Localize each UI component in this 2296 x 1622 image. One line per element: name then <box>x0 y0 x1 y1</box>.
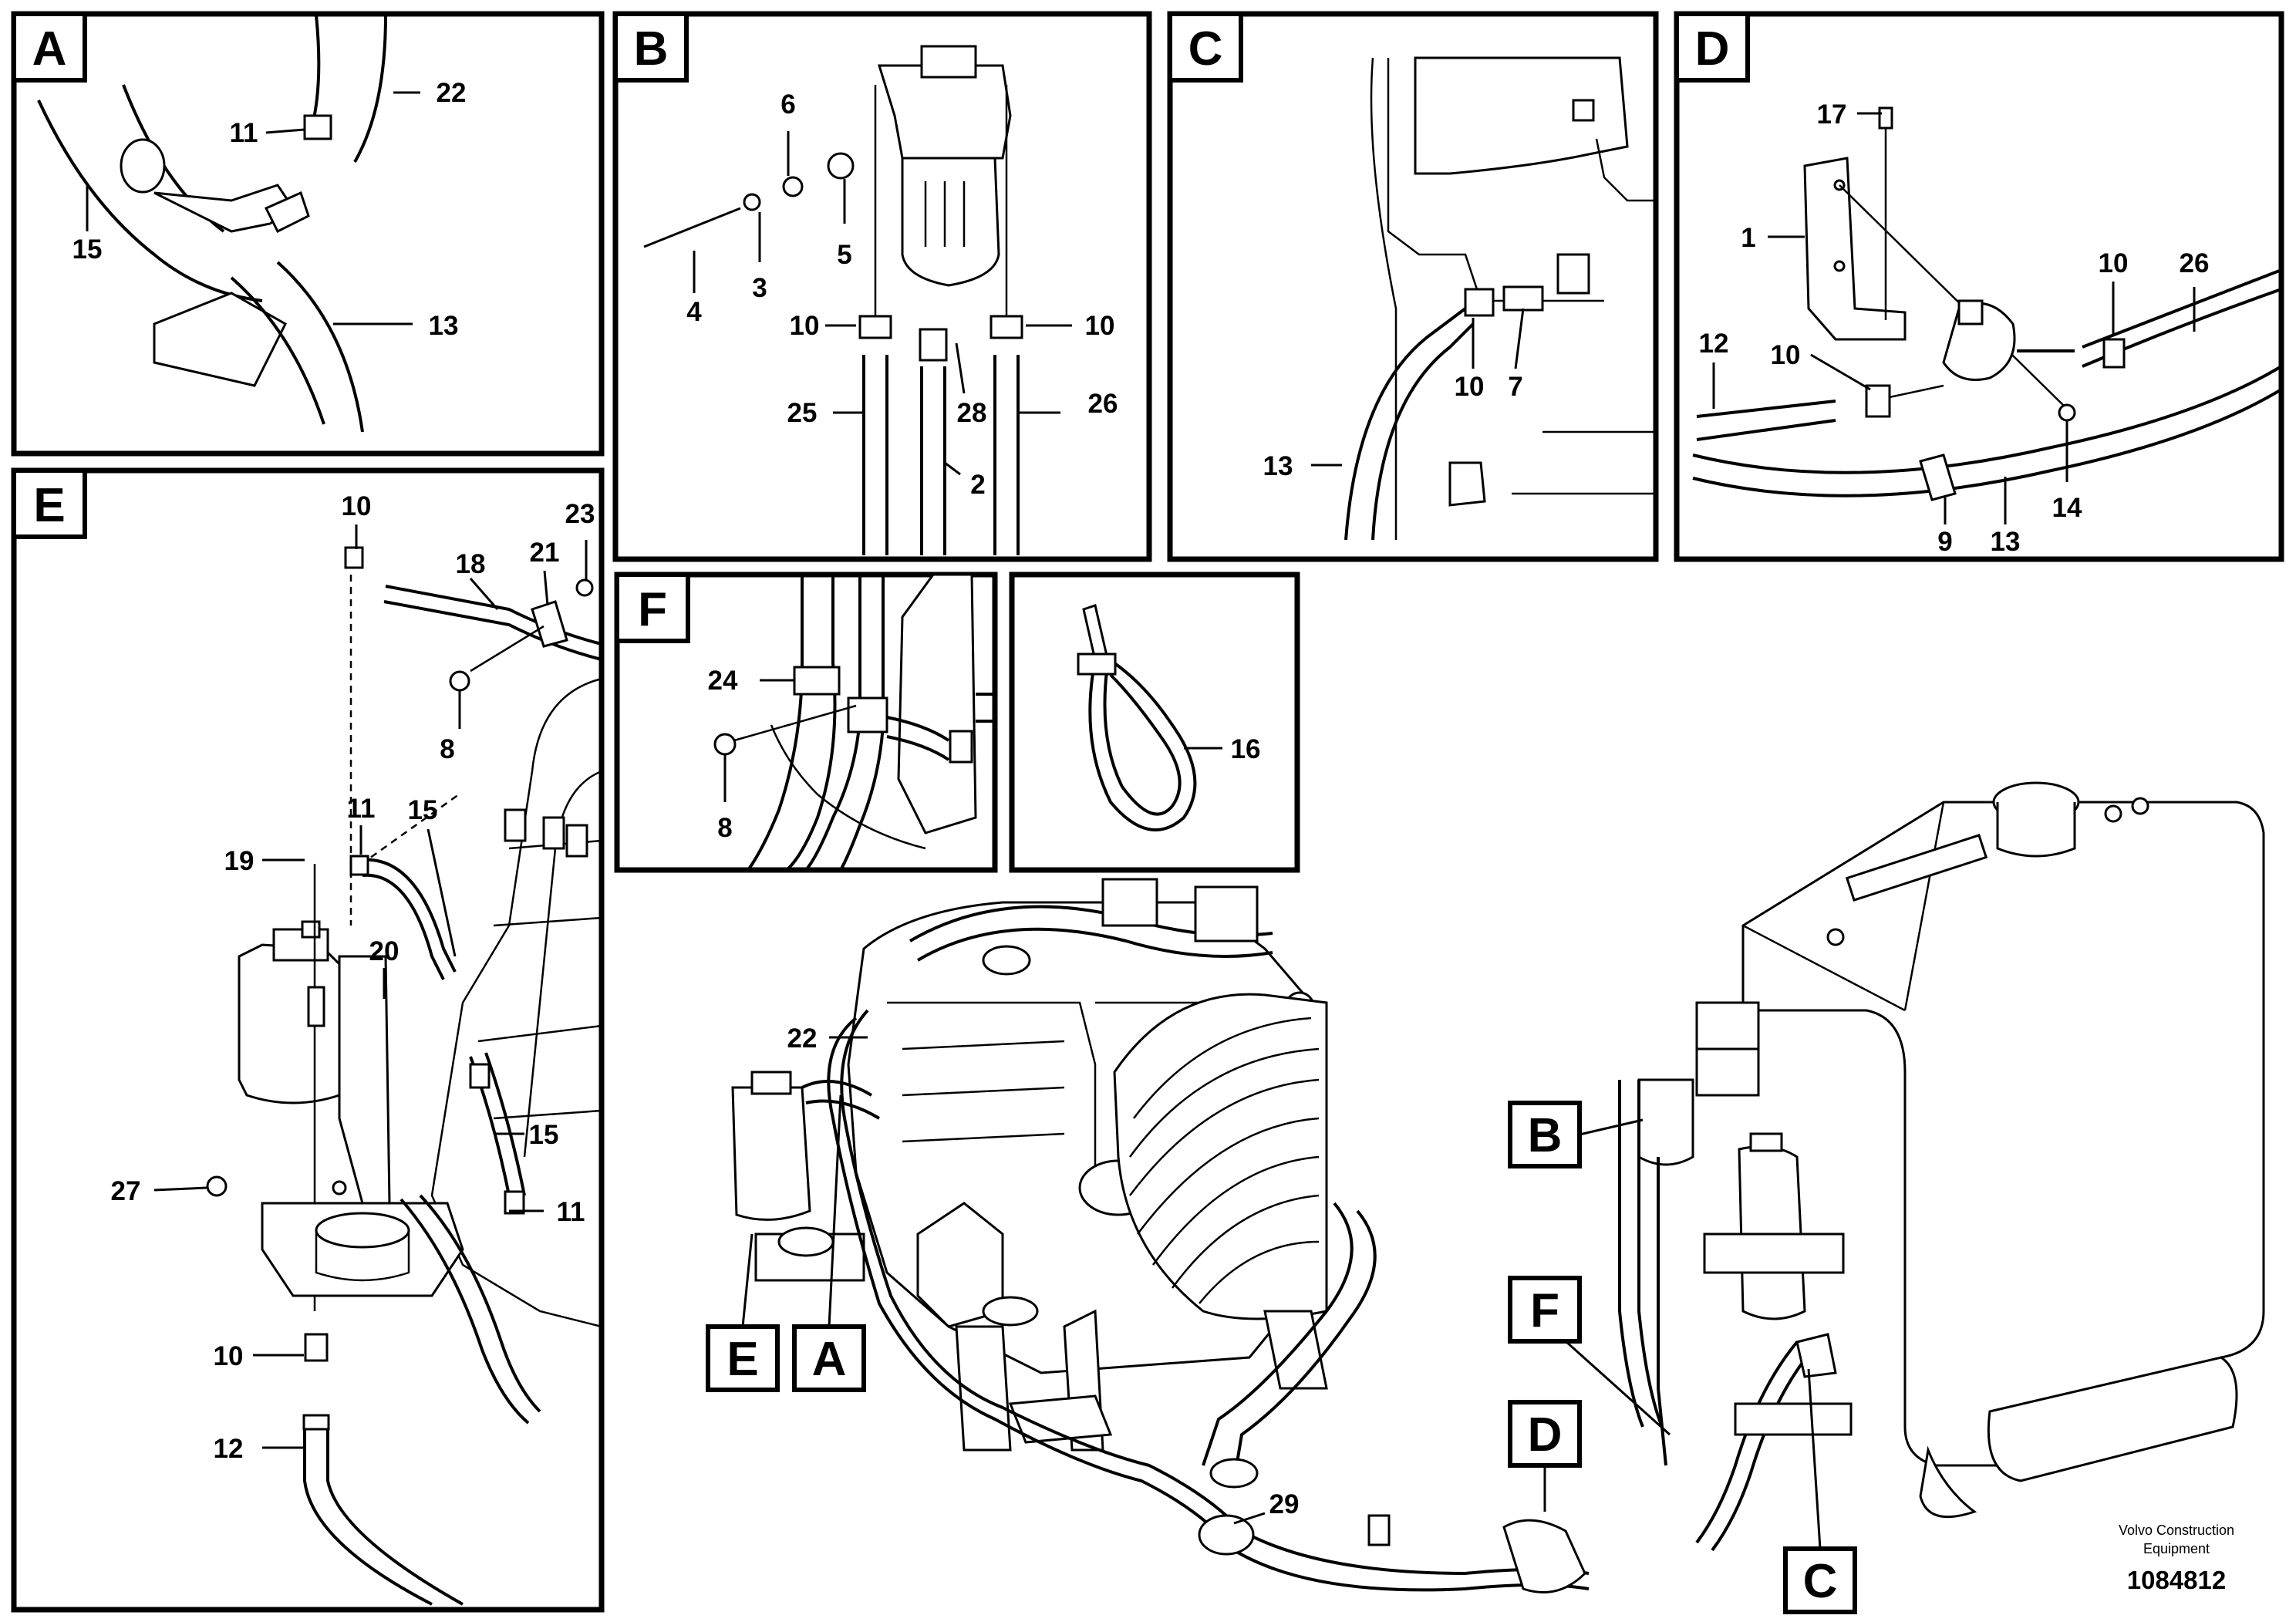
panel-d-tab: D <box>1674 12 1750 83</box>
callout-e-18: 18 <box>456 549 486 579</box>
callout-a-22: 22 <box>437 78 467 108</box>
panel-c <box>1167 11 1659 562</box>
callout-e-20: 20 <box>369 936 400 966</box>
callout-e-15-top: 15 <box>408 795 438 825</box>
credit-line-1: Volvo Construction <box>2119 1523 2234 1538</box>
callout-e-11-top: 11 <box>347 794 376 824</box>
panel-d <box>1674 11 2284 562</box>
panel-e-label: E <box>33 479 65 532</box>
callout-d-14: 14 <box>2052 493 2082 523</box>
callout-e-10-bottom: 10 <box>214 1341 244 1371</box>
callout-e-19: 19 <box>224 846 255 876</box>
callout-d-10-right: 10 <box>2099 248 2129 278</box>
ref-b-label: B <box>1528 1109 1563 1162</box>
ref-e-label: E <box>727 1333 758 1386</box>
callout-main-22: 22 <box>787 1023 818 1054</box>
panel-f-label: F <box>638 583 667 636</box>
panel-cable-tie <box>1009 572 1300 873</box>
callout-b-10-left: 10 <box>790 311 820 341</box>
callout-b-10-right: 10 <box>1085 311 1115 341</box>
callout-f-24: 24 <box>708 666 738 696</box>
callout-main-29: 29 <box>1269 1489 1300 1519</box>
ref-e: E <box>706 1233 780 1392</box>
panel-f-tab: F <box>615 572 690 643</box>
panel-a <box>11 11 605 457</box>
callout-c-13: 13 <box>1263 451 1293 481</box>
callout-e-10-top: 10 <box>342 491 372 521</box>
credit-line-2: Equipment <box>2143 1541 2210 1556</box>
ref-a: A <box>792 1094 866 1392</box>
panel-b <box>612 11 1152 562</box>
callout-a-11: 11 <box>230 118 258 148</box>
callout-b-6: 6 <box>781 89 795 120</box>
panel-c-tab: C <box>1168 12 1243 83</box>
callout-a-13: 13 <box>429 311 459 341</box>
callout-a-15: 15 <box>72 234 103 265</box>
callout-b-5: 5 <box>837 240 851 270</box>
ref-f-label: F <box>1530 1284 1559 1337</box>
ref-f: F <box>1508 1276 1671 1436</box>
callout-e-11-mid: 11 <box>557 1197 585 1227</box>
callout-e-27: 27 <box>111 1176 141 1206</box>
callout-d-10-left: 10 <box>1771 340 1801 370</box>
ref-c: C <box>1783 1368 1857 1614</box>
callout-b-26: 26 <box>1088 389 1118 419</box>
callout-b-25: 25 <box>787 398 818 428</box>
panel-d-label: D <box>1695 22 1730 76</box>
callout-tie-16: 16 <box>1231 734 1261 764</box>
callout-e-23: 23 <box>565 499 595 529</box>
callout-b-4: 4 <box>686 297 702 327</box>
callout-b-28: 28 <box>957 398 987 428</box>
ref-c-label: C <box>1803 1555 1838 1608</box>
panel-b-label: B <box>634 22 669 76</box>
panel-f <box>614 572 998 873</box>
callout-d-1: 1 <box>1741 223 1755 253</box>
ref-b: B <box>1508 1101 1644 1168</box>
callout-d-12: 12 <box>1699 329 1729 359</box>
callout-e-21: 21 <box>530 538 560 568</box>
callout-e-15-mid: 15 <box>529 1120 559 1150</box>
callout-c-7: 7 <box>1508 372 1522 402</box>
callout-e-12: 12 <box>214 1434 244 1464</box>
document-number: 1084812 <box>2127 1566 2226 1594</box>
callout-d-26: 26 <box>2180 248 2210 278</box>
callout-b-2: 2 <box>970 470 985 500</box>
ref-a-label: A <box>812 1333 847 1386</box>
panel-c-label: C <box>1188 22 1223 76</box>
panel-a-label: A <box>32 22 67 76</box>
callout-f-8: 8 <box>717 813 732 843</box>
ref-d: D <box>1508 1400 1582 1512</box>
main-assembly <box>731 781 2265 1593</box>
callout-d-17: 17 <box>1817 99 1847 130</box>
ref-d-label: D <box>1528 1408 1563 1462</box>
panel-b-tab: B <box>613 12 689 83</box>
callout-b-3: 3 <box>752 273 767 303</box>
callout-d-13: 13 <box>1991 527 2021 557</box>
callout-c-10: 10 <box>1455 372 1485 402</box>
panel-e <box>11 467 605 1613</box>
panel-e-tab: E <box>12 468 87 539</box>
panel-a-tab: A <box>12 12 87 83</box>
callout-e-8: 8 <box>440 734 454 764</box>
callout-d-9: 9 <box>1937 527 1952 557</box>
